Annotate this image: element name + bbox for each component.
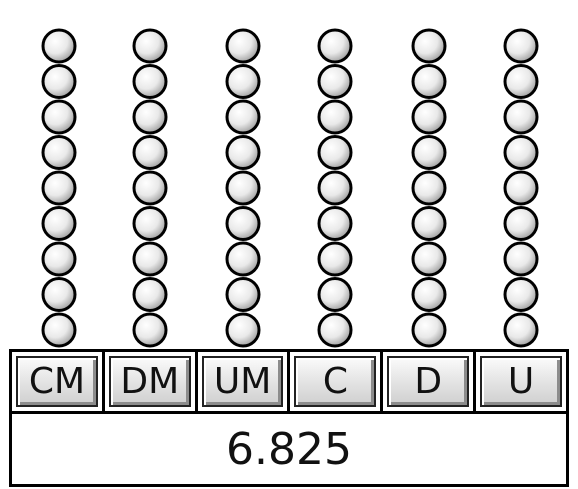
bead[interactable] <box>505 208 537 240</box>
place-label-d[interactable]: D <box>387 356 469 407</box>
bead[interactable] <box>134 208 166 240</box>
bead[interactable] <box>227 137 259 169</box>
bead-stack-cm <box>43 30 75 346</box>
bead[interactable] <box>319 314 351 346</box>
place-cell-um: UM <box>198 352 291 411</box>
bead[interactable] <box>43 314 75 346</box>
bead[interactable] <box>505 172 537 204</box>
bead[interactable] <box>413 30 445 62</box>
bead[interactable] <box>227 30 259 62</box>
bead[interactable] <box>43 279 75 311</box>
abacus-rods <box>0 0 578 349</box>
bead[interactable] <box>413 66 445 98</box>
bead[interactable] <box>319 279 351 311</box>
place-value-labels: CM DM UM C D U <box>12 352 566 414</box>
bead[interactable] <box>43 243 75 275</box>
bead[interactable] <box>227 243 259 275</box>
bead[interactable] <box>505 66 537 98</box>
bead[interactable] <box>505 101 537 133</box>
bead[interactable] <box>43 137 75 169</box>
bead[interactable] <box>227 172 259 204</box>
bead[interactable] <box>227 101 259 133</box>
place-cell-d: D <box>383 352 476 411</box>
bead[interactable] <box>319 137 351 169</box>
bead[interactable] <box>505 243 537 275</box>
place-label-cm[interactable]: CM <box>16 356 98 407</box>
bead[interactable] <box>227 314 259 346</box>
bead[interactable] <box>134 314 166 346</box>
bead[interactable] <box>227 66 259 98</box>
bead[interactable] <box>43 30 75 62</box>
bead-stack-c <box>319 30 351 346</box>
bead[interactable] <box>134 66 166 98</box>
bead[interactable] <box>319 30 351 62</box>
bead[interactable] <box>413 314 445 346</box>
bead-stack-dm <box>134 30 166 346</box>
bead[interactable] <box>505 314 537 346</box>
bead[interactable] <box>413 279 445 311</box>
bead[interactable] <box>413 172 445 204</box>
bead[interactable] <box>134 243 166 275</box>
place-cell-cm: CM <box>12 352 105 411</box>
bead[interactable] <box>319 208 351 240</box>
bead[interactable] <box>505 137 537 169</box>
bead[interactable] <box>43 101 75 133</box>
place-cell-c: C <box>290 352 383 411</box>
bead[interactable] <box>319 172 351 204</box>
bead[interactable] <box>505 30 537 62</box>
bead[interactable] <box>134 101 166 133</box>
bead-stack-d <box>413 30 445 346</box>
number-display: 6.825 <box>12 414 566 484</box>
place-value-board: CM DM UM C D U 6.825 <box>9 349 569 487</box>
place-cell-u: U <box>476 352 566 411</box>
bead-stack-um <box>227 30 259 346</box>
bead[interactable] <box>319 66 351 98</box>
place-label-u[interactable]: U <box>480 356 562 407</box>
bead[interactable] <box>227 279 259 311</box>
bead[interactable] <box>319 243 351 275</box>
bead-stack-u <box>505 30 537 346</box>
bead[interactable] <box>134 137 166 169</box>
bead[interactable] <box>505 279 537 311</box>
bead[interactable] <box>43 66 75 98</box>
place-label-um[interactable]: UM <box>202 356 284 407</box>
bead[interactable] <box>134 30 166 62</box>
bead[interactable] <box>413 243 445 275</box>
bead[interactable] <box>134 279 166 311</box>
bead[interactable] <box>413 137 445 169</box>
bead[interactable] <box>134 172 166 204</box>
bead[interactable] <box>413 101 445 133</box>
bead[interactable] <box>227 208 259 240</box>
bead[interactable] <box>43 208 75 240</box>
bead[interactable] <box>413 208 445 240</box>
bead[interactable] <box>319 101 351 133</box>
bead[interactable] <box>43 172 75 204</box>
place-cell-dm: DM <box>105 352 198 411</box>
place-label-dm[interactable]: DM <box>109 356 191 407</box>
place-label-c[interactable]: C <box>294 356 376 407</box>
